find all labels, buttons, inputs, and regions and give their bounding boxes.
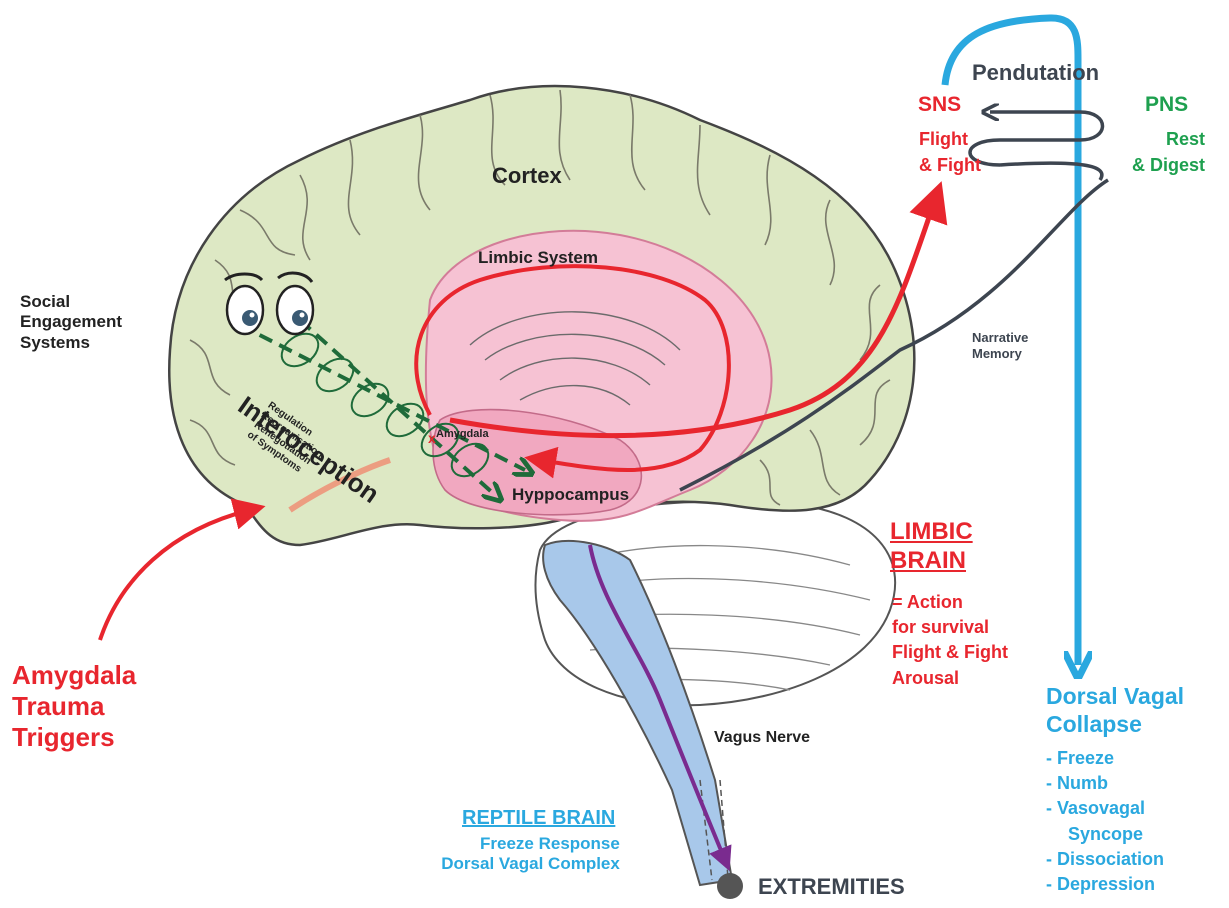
reptile-brain-desc: Freeze Response Dorsal Vagal Complex [430,834,620,875]
reptile-brain-title: REPTILE BRAIN [462,806,615,830]
limbic-brain-title: LIMBIC BRAIN [890,518,973,576]
amygdala-label: Amygdala [436,428,489,441]
amygdala-triggers-label: Amygdala Trauma Triggers [12,660,136,754]
pendutation-label: Pendutation [972,60,1099,86]
dorsal-vagal-title: Dorsal Vagal Collapse [1046,683,1184,738]
hyppocampus-label: Hyppocampus [512,485,629,505]
trauma-trigger-arrow [100,510,250,640]
sns-sub-label: Flight & Fight [919,126,981,178]
extremities-dot [717,873,743,899]
vagus-nerve-label: Vagus Nerve [714,728,810,747]
svg-text:x: x [428,430,436,446]
pns-sub-label: Rest & Digest [1126,126,1205,178]
cortex-label: Cortex [492,163,562,189]
narrative-memory-label: Narrative Memory [972,330,1028,361]
social-engagement-label: Social Engagement Systems [20,292,122,353]
extremities-label: EXTREMITIES [758,874,905,900]
pns-label: PNS [1145,92,1188,117]
dorsal-vagal-list: - Freeze - Numb - Vasovagal Syncope - Di… [1046,746,1164,897]
sns-label: SNS [918,92,961,117]
limbic-brain-desc: = Action for survival Flight & Fight Aro… [892,590,1008,691]
limbic-system-label: Limbic System [478,248,598,268]
